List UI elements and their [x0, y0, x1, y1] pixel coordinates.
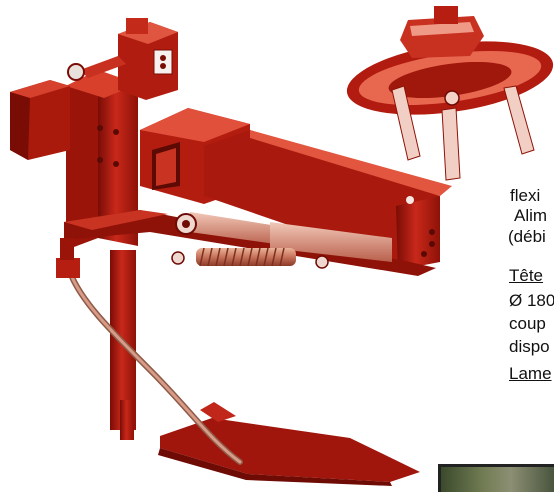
text-cut: coup [509, 314, 546, 333]
cutting-head [346, 6, 554, 181]
photo-thumbnail [438, 464, 554, 492]
head-label: Tête [509, 266, 544, 285]
base-foot [158, 402, 420, 486]
text-available: dispo [509, 337, 550, 356]
blade-label: Lame [509, 364, 552, 383]
flexible-hose [56, 238, 243, 465]
left-box [10, 80, 70, 160]
hydraulic-cylinder [175, 212, 392, 262]
top-mechanism [67, 18, 178, 100]
horizontal-arm [204, 130, 452, 270]
lower-plate [64, 210, 436, 276]
upper-column [66, 70, 138, 250]
text-diameter: Ø 180 [509, 291, 554, 310]
text-flexi: flexi [510, 186, 541, 205]
tension-spring [171, 247, 329, 269]
text-debit: (débi [508, 227, 546, 246]
text-alim: Alim [514, 206, 548, 225]
